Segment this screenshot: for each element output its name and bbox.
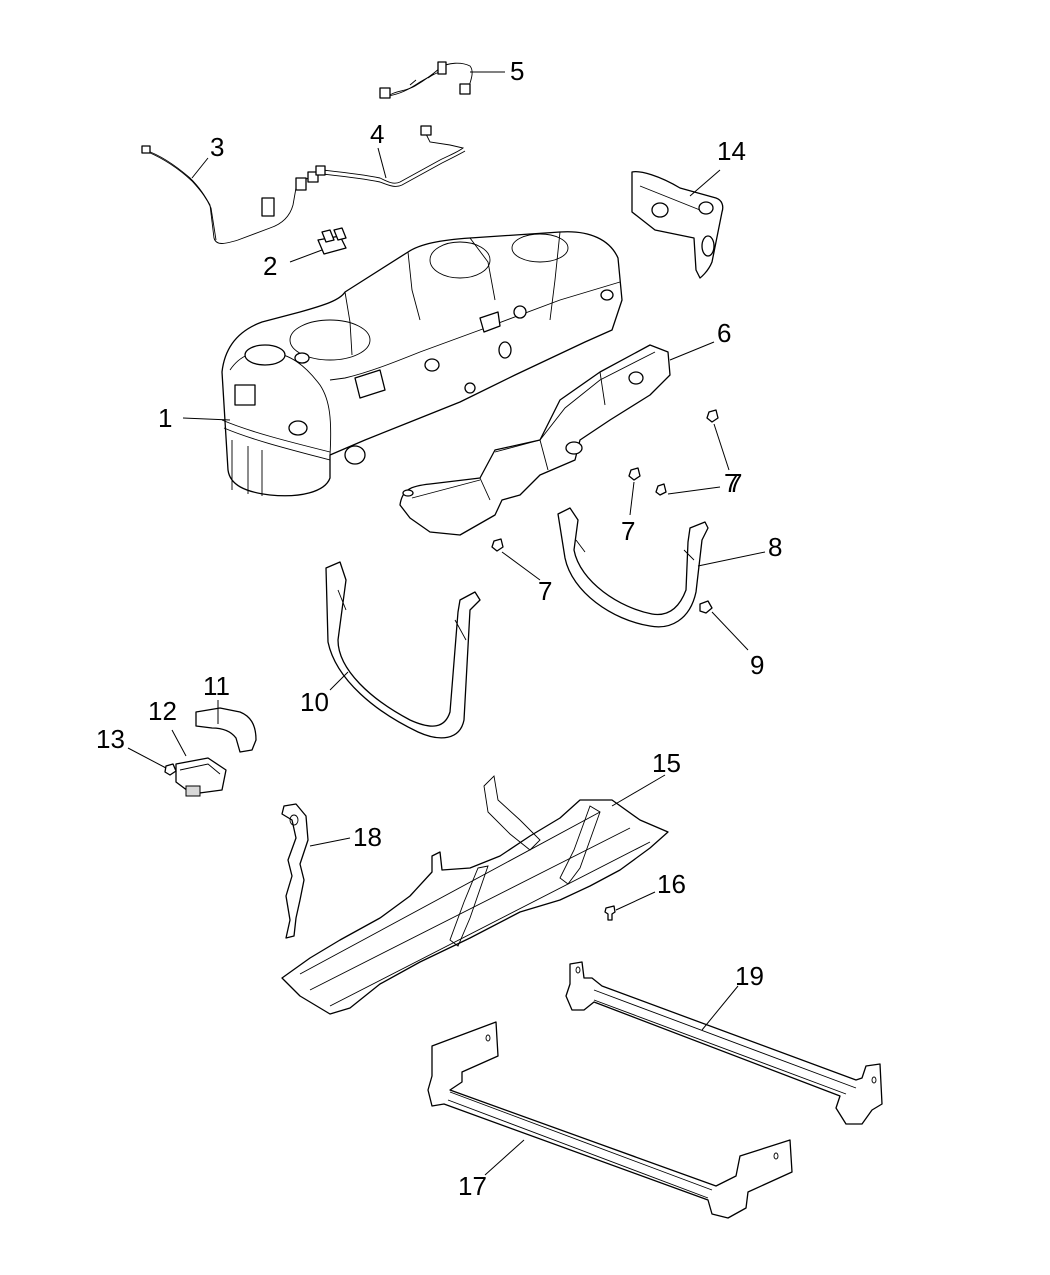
callout-18: 18 (353, 822, 382, 852)
callout-7b: 7 (621, 516, 635, 546)
part-7-nut-a (706, 409, 719, 423)
callout-19: 19 (735, 961, 764, 991)
part-18-bracket (281, 803, 309, 939)
part-11-bracket (195, 707, 257, 753)
part-16-bolt (604, 905, 616, 921)
callout-6: 6 (717, 318, 731, 348)
callout-11: 11 (203, 671, 230, 701)
part-15-skid-plate (281, 775, 669, 1015)
leader-lines (127, 71, 766, 1176)
callout-16: 16 (657, 869, 686, 899)
callout-1: 1 (158, 403, 172, 433)
part-7-nut-b (628, 467, 641, 481)
part-7-nut-c (655, 483, 667, 496)
callout-17: 17 (458, 1171, 487, 1201)
callout-9: 9 (750, 650, 764, 680)
part-9-nut (699, 600, 713, 614)
callout-13: 13 (96, 724, 125, 754)
part-17-crossmember (427, 1021, 793, 1219)
callout-4: 4 (370, 119, 384, 149)
part-4-fuel-line (315, 125, 466, 187)
part-1-fuel-tank (221, 231, 623, 497)
part-6-shield (399, 344, 671, 536)
callout-3: 3 (210, 132, 224, 162)
part-13-nut (164, 763, 177, 776)
callout-15: 15 (652, 748, 681, 778)
callout-8: 8 (768, 532, 782, 562)
callout-labels: 1 2 3 4 5 6 7 7 7 7 8 9 10 11 12 13 14 1… (96, 56, 782, 1201)
callout-12: 12 (148, 696, 177, 726)
part-10-strap (325, 561, 481, 739)
callout-14: 14 (717, 136, 746, 166)
part-19-crossmember (565, 961, 883, 1125)
callout-7c: 7 (728, 468, 742, 498)
callout-7a: 7 (724, 468, 738, 498)
part-7-nut-d (491, 538, 504, 552)
part-12-module (175, 757, 227, 797)
part-2-clip (317, 227, 347, 255)
callout-2: 2 (263, 251, 277, 281)
part-8-strap (557, 507, 709, 628)
part-5-wire-harness (379, 61, 473, 99)
part-3-fuel-line (141, 145, 319, 244)
callout-10: 10 (300, 687, 329, 717)
callout-5: 5 (510, 56, 524, 86)
callout-7d: 7 (538, 576, 552, 606)
part-14-heat-shield (631, 170, 724, 279)
